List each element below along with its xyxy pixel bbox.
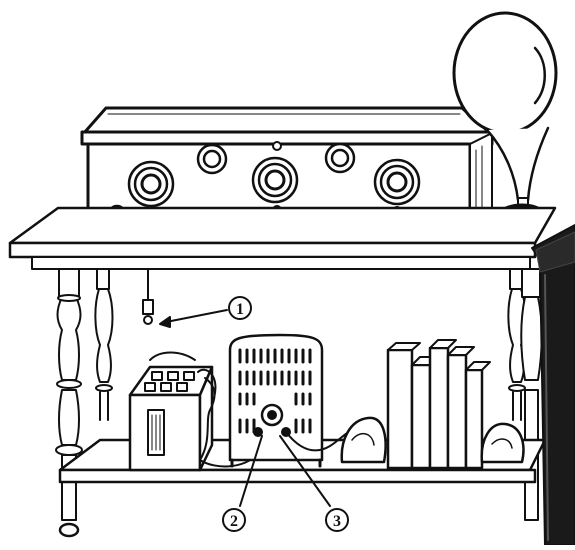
- radio-lid: [84, 108, 490, 133]
- bookend-right: [482, 424, 524, 462]
- books: [388, 340, 490, 468]
- bookend-left: [342, 418, 386, 462]
- table-top: [10, 208, 555, 243]
- horn-bell: [454, 13, 556, 133]
- callout-2-label: 2: [230, 513, 238, 530]
- hanging-plug: [143, 269, 153, 324]
- left-small-knob: [198, 145, 226, 173]
- right-small-knob: [326, 144, 354, 172]
- table-apron: [10, 243, 535, 257]
- callout-1-label: 1: [236, 301, 244, 318]
- table-leg-left: [56, 269, 82, 536]
- callout-1-arrow: [160, 310, 227, 327]
- battery-charger: [230, 335, 322, 466]
- table-leg-rear-left: [95, 269, 112, 420]
- horn-neck: [487, 128, 548, 200]
- callout-2-marker: 2: [223, 509, 245, 531]
- callout-3-label: 3: [333, 513, 341, 530]
- radio-lid-band: [82, 132, 492, 144]
- callout-3-marker: 3: [326, 509, 348, 531]
- callout-1-marker: 1: [229, 297, 251, 319]
